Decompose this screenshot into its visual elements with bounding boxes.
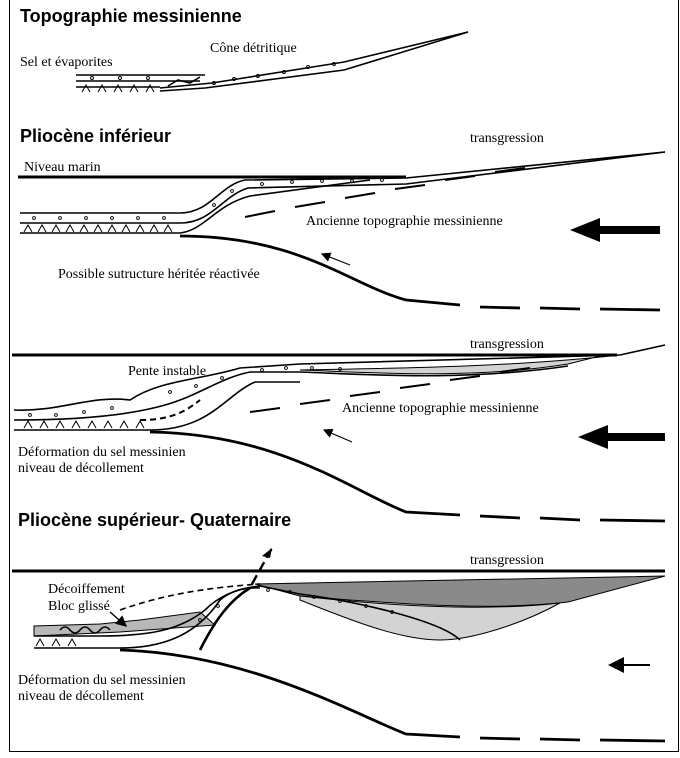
figure-frame	[9, 0, 679, 752]
